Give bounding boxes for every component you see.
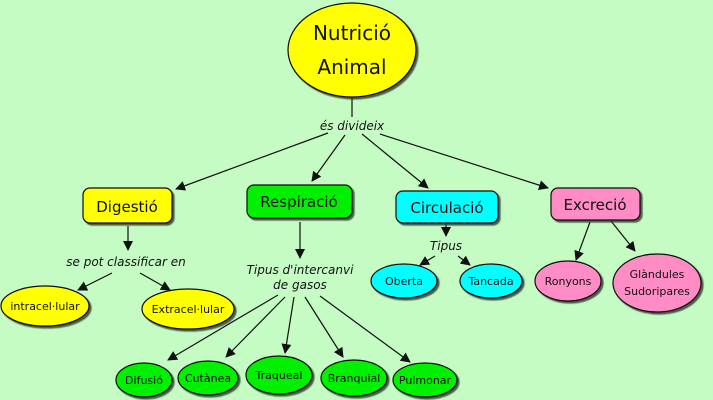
category-respiracio-label: Respiració bbox=[260, 193, 337, 211]
arrow-to-cutanea bbox=[225, 296, 286, 358]
root-node[interactable]: Nutrició Animal bbox=[287, 2, 417, 98]
link-tipus: Tipus bbox=[430, 239, 462, 253]
leaf-intracel[interactable]: intracel·lular bbox=[0, 285, 90, 327]
category-circulacio[interactable]: Circulació bbox=[395, 190, 499, 224]
arrow-to-digestio bbox=[175, 132, 329, 191]
leaf-glandules-label-1: Glàndules bbox=[630, 268, 685, 281]
arrow-to-tancada bbox=[457, 255, 471, 266]
leaf-ronyons-label: Ronyons bbox=[545, 275, 592, 288]
leaf-extracel[interactable]: Extracel·lular bbox=[141, 288, 235, 330]
leaf-oberta-label: Oberta bbox=[385, 275, 423, 288]
leaf-extracel-label: Extracel·lular bbox=[152, 303, 225, 316]
root-title-line2: Animal bbox=[317, 55, 386, 79]
leaf-glandules[interactable]: Glàndules Sudoripares bbox=[612, 253, 702, 313]
leaf-difusio[interactable]: Difusió bbox=[115, 362, 173, 398]
leaf-cutanea[interactable]: Cutànea bbox=[177, 360, 239, 396]
link-es-divideix: és divideix bbox=[320, 119, 385, 133]
arrow-to-respiracio bbox=[311, 134, 346, 182]
leaf-pulmonar-label: Pulmonar bbox=[399, 374, 452, 387]
arrow-to-excrecio bbox=[379, 133, 549, 191]
root-ellipse bbox=[287, 2, 417, 98]
leaf-ronyons[interactable]: Ronyons bbox=[534, 260, 602, 302]
leaf-branquial-label: Branquial bbox=[328, 372, 381, 385]
arrow-to-pulmonar bbox=[319, 295, 411, 363]
leaf-branquial[interactable]: Branquial bbox=[320, 359, 388, 397]
leaf-difusio-label: Difusió bbox=[125, 374, 163, 387]
root-title-line1: Nutrició bbox=[313, 21, 391, 45]
arrow-to-intracel bbox=[77, 272, 113, 291]
category-digestio-label: Digestió bbox=[96, 198, 158, 216]
link-tipus-intercanvi-1: Tipus d'intercanvi bbox=[247, 263, 354, 277]
arrow-to-circulacio bbox=[361, 133, 429, 189]
category-respiracio[interactable]: Respiració bbox=[246, 184, 353, 219]
leaf-oberta[interactable]: Oberta bbox=[370, 263, 438, 299]
leaf-traqueal[interactable]: Traqueal bbox=[245, 355, 313, 395]
arrow-to-ronyons bbox=[574, 221, 591, 261]
arrow-to-traqueal bbox=[281, 296, 295, 354]
category-excrecio[interactable]: Excreció bbox=[550, 187, 641, 221]
category-excrecio-label: Excreció bbox=[564, 196, 627, 214]
category-circulacio-label: Circulació bbox=[410, 199, 483, 217]
category-digestio[interactable]: Digestió bbox=[82, 187, 173, 224]
arrow-to-difusio bbox=[167, 294, 279, 361]
link-tipus-intercanvi-2: de gasos bbox=[273, 278, 327, 292]
leaf-glandules-label-2: Sudoripares bbox=[624, 285, 690, 298]
arrow-to-oberta bbox=[419, 255, 436, 266]
link-se-pot-classificar: se pot classificar en bbox=[66, 255, 186, 269]
leaf-tancada-label: Tancada bbox=[467, 275, 513, 288]
leaf-cutanea-label: Cutànea bbox=[185, 372, 231, 385]
leaf-intracel-label: intracel·lular bbox=[10, 300, 80, 313]
leaf-traqueal-label: Traqueal bbox=[255, 369, 303, 382]
leaf-pulmonar[interactable]: Pulmonar bbox=[392, 362, 458, 398]
arrow-to-extracel bbox=[139, 272, 171, 291]
leaf-tancada[interactable]: Tancada bbox=[459, 263, 523, 299]
arrow-to-glandules bbox=[610, 220, 636, 252]
arrow-to-branquial bbox=[304, 296, 344, 358]
